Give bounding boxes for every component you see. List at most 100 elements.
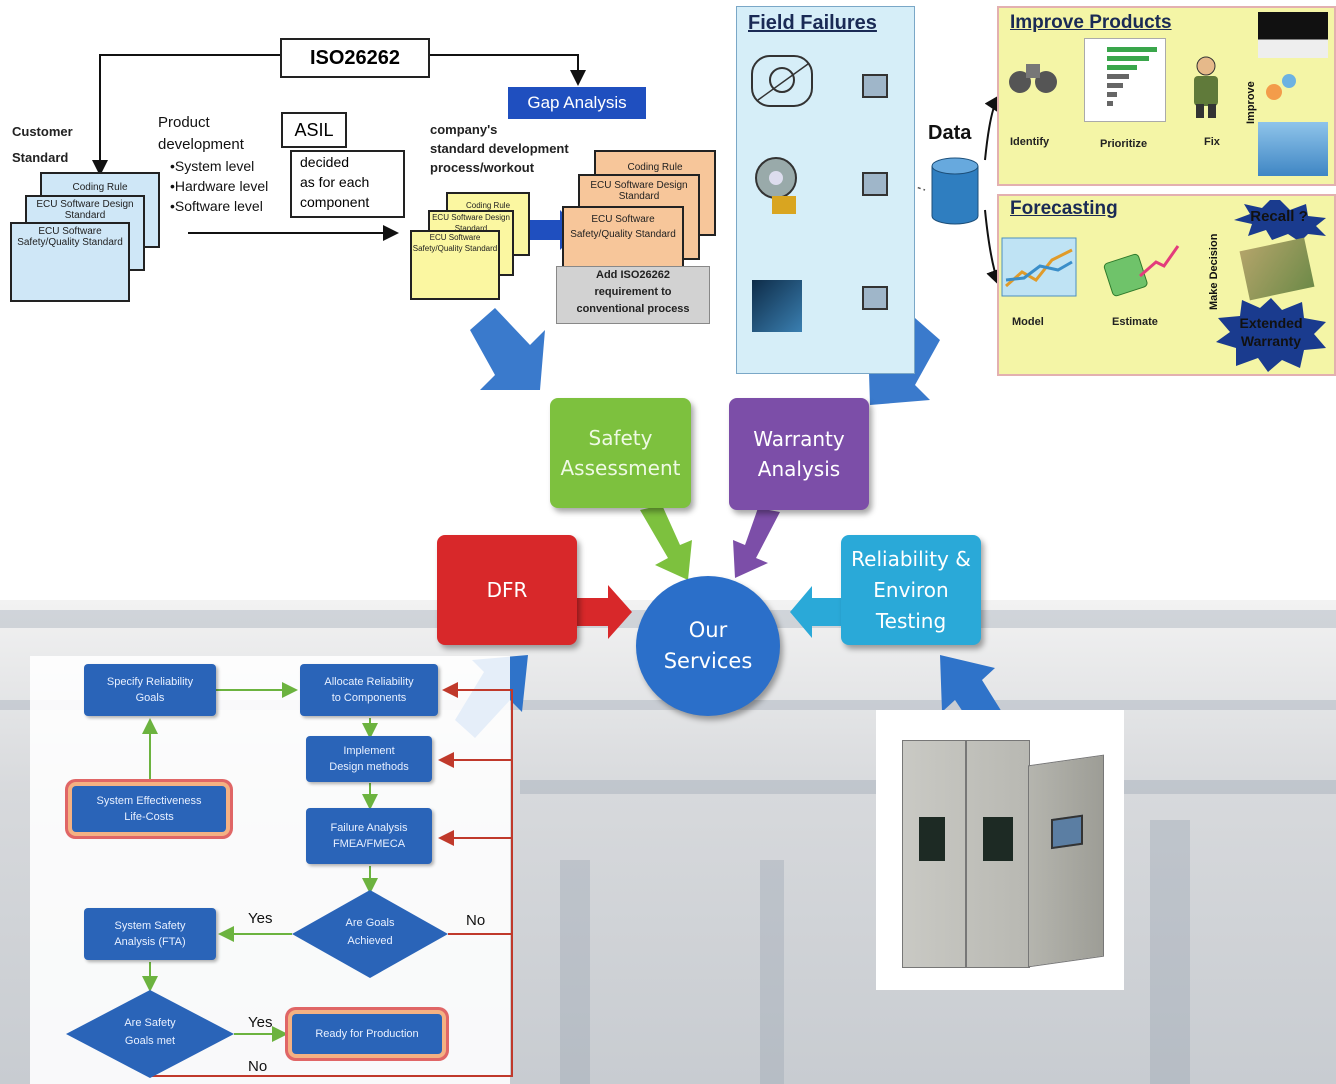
data-label: Data — [928, 122, 972, 144]
step-prioritize: Prioritize — [1100, 138, 1148, 150]
chamber-body — [902, 740, 1030, 968]
reliability-line-3: Testing — [875, 608, 947, 633]
center-line-2: Services — [663, 649, 753, 673]
center-line-1: Our — [688, 618, 728, 642]
asil-note: decided as for each component — [290, 150, 405, 218]
fc-text: Are Safety — [124, 1017, 176, 1029]
product-label: Product — [158, 114, 210, 131]
fc-text: Goals — [135, 692, 165, 704]
fc-text: System Effectiveness — [96, 795, 202, 807]
gears-icon — [1266, 70, 1300, 110]
doc-orange-safety-standard: ECU Software Safety/Quality Standard — [562, 206, 684, 272]
development-label: development — [158, 136, 244, 153]
standard-label: Standard — [12, 150, 69, 165]
forecasting-title: Forecasting — [1010, 198, 1118, 219]
doc-safety-standard: ECU Software Safety/Quality Standard — [10, 222, 130, 302]
warranty-analysis-node: Warranty Analysis — [729, 398, 869, 510]
no-label: No — [466, 912, 486, 929]
fc-text: Implement — [343, 745, 395, 757]
disc-brake-icon — [755, 157, 797, 214]
customer-label: Customer — [12, 124, 73, 139]
recall-label: Recall ? — [1250, 208, 1308, 225]
reliability-line-2: Environ — [873, 577, 949, 602]
fc-text: System Safety — [114, 920, 186, 932]
safety-assessment-node: Safety Assessment — [550, 398, 691, 508]
asil-note-line: decided — [300, 154, 350, 170]
extended-warranty-label: Extended Warranty — [1239, 315, 1303, 349]
background-pillar — [560, 860, 590, 1084]
fc-text: Design methods — [329, 761, 409, 773]
our-services-node: Our Services — [636, 576, 780, 716]
engine-sketch-icon — [751, 55, 813, 107]
fc-text: Achieved — [347, 935, 393, 947]
chamber-side — [1028, 754, 1104, 968]
warranty-burst — [1216, 298, 1326, 372]
fc-text: Life-Costs — [124, 811, 174, 823]
fc-text: FMEA/FMECA — [332, 838, 406, 850]
yes-label: Yes — [248, 1014, 273, 1031]
warranty-line-1: Warranty — [753, 427, 845, 451]
fc-text: Specify Reliability — [106, 676, 194, 688]
background-pillar — [760, 860, 784, 1084]
level-hardware: •Hardware level — [170, 178, 269, 194]
warranty-line-2: Analysis — [757, 457, 841, 481]
improve-products-title: Improve Products — [1010, 12, 1172, 33]
level-software: •Software level — [170, 198, 263, 214]
arrow-to-safety — [470, 308, 545, 390]
reliability-testing-node: Reliability & Environ Testing — [841, 535, 981, 645]
airplane-photo-icon — [1258, 122, 1328, 176]
doc-yellow-safety-standard: ECU Software Safety/Quality Standard — [410, 230, 500, 300]
fc-text: Allocate Reliability — [324, 676, 414, 688]
database-icon — [931, 157, 979, 225]
fc-text: Analysis (FTA) — [114, 936, 186, 948]
step-identify: Identify — [1010, 136, 1050, 148]
asil-note-line: as for each — [300, 174, 370, 190]
model-chart-icon — [1001, 237, 1077, 297]
level-system: •System level — [170, 158, 255, 174]
background-pillar — [1150, 820, 1190, 1084]
car-photo-icon — [1258, 12, 1328, 58]
add-requirement-box: Add ISO26262 requirement to conventional… — [556, 266, 710, 324]
no-label: No — [248, 1058, 268, 1075]
step-model: Model — [1012, 316, 1044, 328]
dfr-node: DFR — [437, 535, 577, 645]
estimate-calculator-icon — [1103, 245, 1180, 297]
safety-line-1: Safety — [588, 426, 653, 450]
company-label-2: standard development — [430, 141, 569, 156]
add-req-line: requirement to — [594, 286, 672, 298]
computer-icon — [862, 74, 888, 98]
company-label-3: process/workout — [430, 160, 535, 175]
yes-label: Yes — [248, 910, 273, 927]
binoculars-icon — [1009, 64, 1057, 93]
reliability-line-1: Reliability & — [851, 546, 971, 571]
recall-burst — [1234, 200, 1326, 242]
photo-icon — [752, 280, 802, 332]
computer-icon — [862, 172, 888, 196]
company-label: company's — [430, 122, 498, 137]
safety-goals-diamond — [66, 990, 234, 1078]
safety-line-2: Assessment — [560, 456, 681, 480]
allocate-reliability-box: Allocate Reliability to Components — [300, 664, 438, 716]
fc-text: Are Goals — [345, 917, 395, 929]
goals-diamond — [292, 890, 448, 978]
step-fix: Fix — [1204, 136, 1220, 148]
asil-label: ASIL — [281, 112, 347, 148]
step-estimate: Estimate — [1112, 316, 1158, 328]
iso-label: ISO26262 — [280, 38, 430, 78]
mechanic-icon — [1194, 56, 1218, 118]
gap-analysis-label: Gap Analysis — [508, 87, 646, 119]
computer-icon — [862, 286, 888, 310]
add-req-line: Add ISO26262 — [596, 269, 670, 281]
ready-for-production-box: Ready for Production — [292, 1014, 442, 1054]
add-req-line: conventional process — [576, 303, 690, 315]
field-failures-title: Field Failures — [748, 12, 877, 34]
fc-text: to Components — [331, 692, 407, 704]
